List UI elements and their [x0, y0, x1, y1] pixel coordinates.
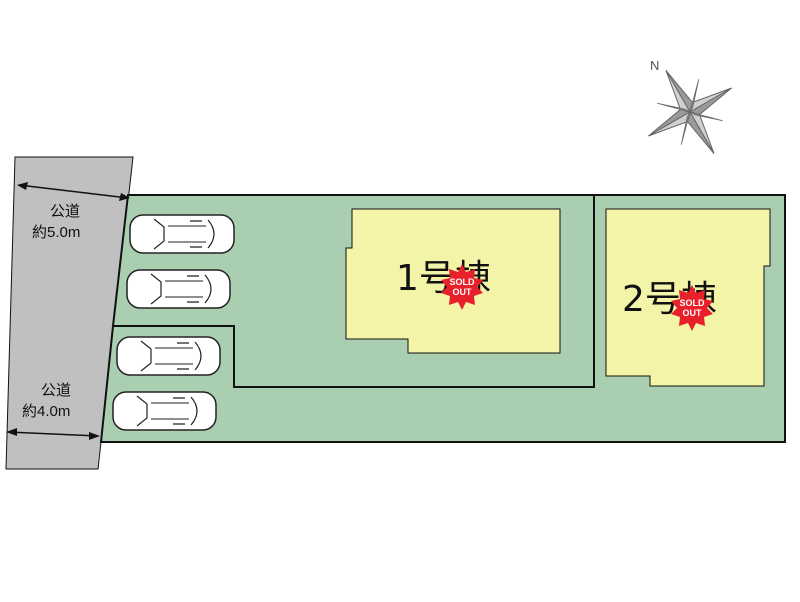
road-top-width: 約5.0m: [32, 224, 80, 241]
parked-car: [126, 269, 231, 309]
road-dimension-bottom: [6, 428, 100, 440]
road-dimension-top: [17, 182, 130, 201]
sold-out-badge-2-line2: OUT: [683, 308, 703, 318]
sold-out-badge-2: SOLD OUT: [671, 285, 713, 331]
parked-car: [129, 214, 235, 254]
sold-out-badge-1-line2: OUT: [453, 287, 473, 297]
parked-car: [112, 391, 217, 431]
parked-car: [116, 336, 221, 376]
road-top-name: 公道: [50, 203, 80, 220]
sold-out-badge-2-line1: SOLD: [679, 298, 705, 308]
road-bottom-name: 公道: [41, 382, 71, 399]
public-road: [5, 156, 134, 470]
compass-north-label: N: [650, 58, 659, 73]
sold-out-badge-1: SOLD OUT: [441, 264, 483, 310]
sold-out-badge-1-line1: SOLD: [449, 277, 475, 287]
compass-rose-icon: [648, 70, 732, 154]
road-bottom-width: 約4.0m: [22, 403, 70, 420]
